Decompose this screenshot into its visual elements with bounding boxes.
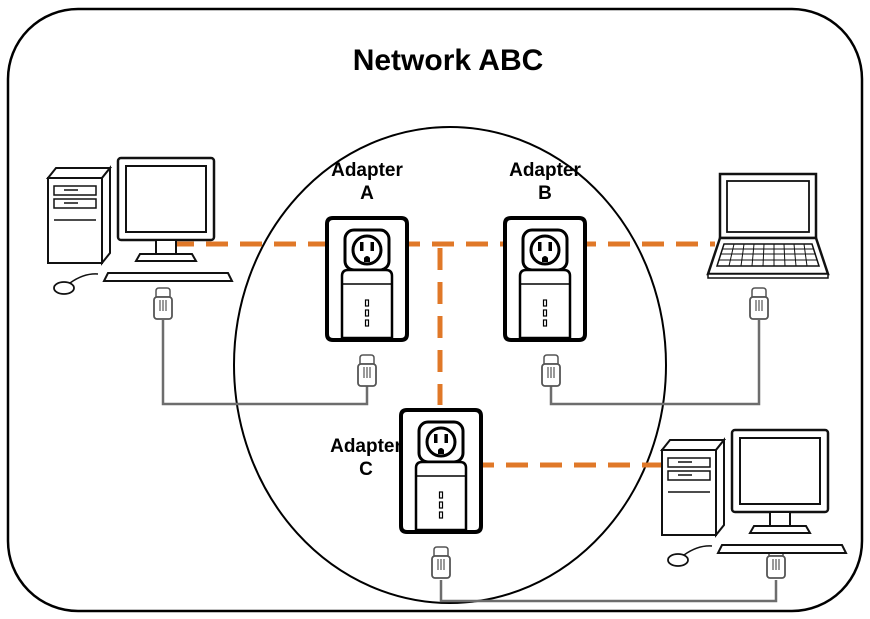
ethernet-cable-desktop-right	[439, 580, 778, 603]
laptop-icon	[706, 172, 830, 280]
ethernet-cable-laptop	[549, 320, 761, 406]
adapter-a-label-line1: Adapter	[331, 160, 403, 181]
adapter-c: Adapter C	[330, 408, 483, 534]
ethernet-plug-icon	[431, 546, 451, 579]
adapter-b-label-line1: Adapter	[509, 160, 581, 181]
adapter-a-label-line2: A	[360, 183, 374, 204]
adapter-c-label-line1: Adapter	[330, 436, 402, 457]
ethernet-plug-icon	[749, 287, 769, 320]
adapter-b: Adapter B	[503, 160, 587, 342]
ethernet-plug-icon	[153, 287, 173, 320]
adapter-c-label-line2: C	[359, 459, 373, 480]
outlet-adapter-icon	[399, 408, 483, 534]
outlet-adapter-icon	[325, 216, 409, 342]
adapter-a: Adapter A	[325, 160, 409, 342]
network-title: Network ABC	[353, 44, 544, 77]
ethernet-cable-desktop-left	[161, 320, 369, 406]
powerline-circle	[233, 126, 667, 604]
outlet-adapter-icon	[503, 216, 587, 342]
ethernet-plug-icon	[357, 354, 377, 387]
adapter-b-label-line2: B	[538, 183, 552, 204]
ethernet-plug-icon	[541, 354, 561, 387]
